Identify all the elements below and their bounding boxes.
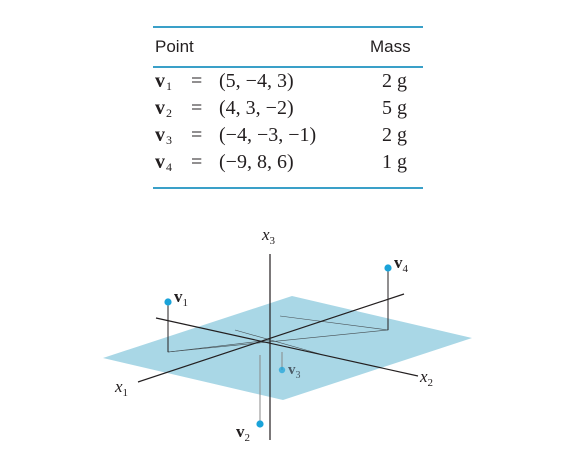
row-coordinates: (4, 3, −2) — [219, 97, 294, 119]
grid-line — [234, 329, 321, 355]
row-equals: = — [191, 151, 203, 173]
row-equals: = — [191, 70, 203, 92]
row-label: v1 — [155, 70, 172, 93]
row-mass: 5 g — [382, 97, 407, 119]
row-label: v3 — [155, 124, 172, 147]
row-label: v2 — [155, 97, 172, 120]
v2-label: v2 — [236, 422, 250, 444]
x1-axis — [137, 293, 405, 383]
v3-label: v3 — [288, 362, 301, 381]
table-row: v4 = (−9, 8, 6) 1 g — [153, 151, 423, 175]
row-coordinates: (5, −4, 3) — [219, 70, 294, 92]
x1-axis-label: x1 — [114, 377, 128, 399]
x2-axis-label: x2 — [419, 367, 433, 389]
row-equals: = — [191, 97, 203, 119]
v3-point — [278, 366, 286, 374]
table-bottom-rule — [153, 187, 423, 189]
grid-line — [167, 329, 389, 353]
v4-point — [384, 264, 392, 272]
v4-label: v4 — [394, 253, 409, 275]
table-top-rule — [153, 26, 423, 28]
header-point: Point — [155, 37, 194, 56]
table-row: v1 = (5, −4, 3) 2 g — [153, 70, 423, 94]
table-row: v3 = (−4, −3, −1) 2 g — [153, 124, 423, 148]
v2-point — [256, 420, 264, 428]
row-coordinates: (−4, −3, −1) — [219, 124, 317, 146]
row-label: v4 — [155, 151, 172, 174]
table-header-rule — [153, 66, 423, 68]
row-mass: 1 g — [382, 151, 407, 173]
row-equals: = — [191, 124, 203, 146]
table-row: v2 = (4, 3, −2) 5 g — [153, 97, 423, 121]
x3-axis-label: x3 — [261, 225, 276, 247]
row-mass: 2 g — [382, 70, 407, 92]
row-coordinates: (−9, 8, 6) — [219, 151, 294, 173]
v1-point — [164, 298, 172, 306]
reference-plane — [103, 296, 472, 400]
x2-axis — [155, 317, 419, 377]
row-mass: 2 g — [382, 124, 407, 146]
header-mass: Mass — [370, 37, 411, 56]
v1-label: v1 — [174, 287, 188, 309]
